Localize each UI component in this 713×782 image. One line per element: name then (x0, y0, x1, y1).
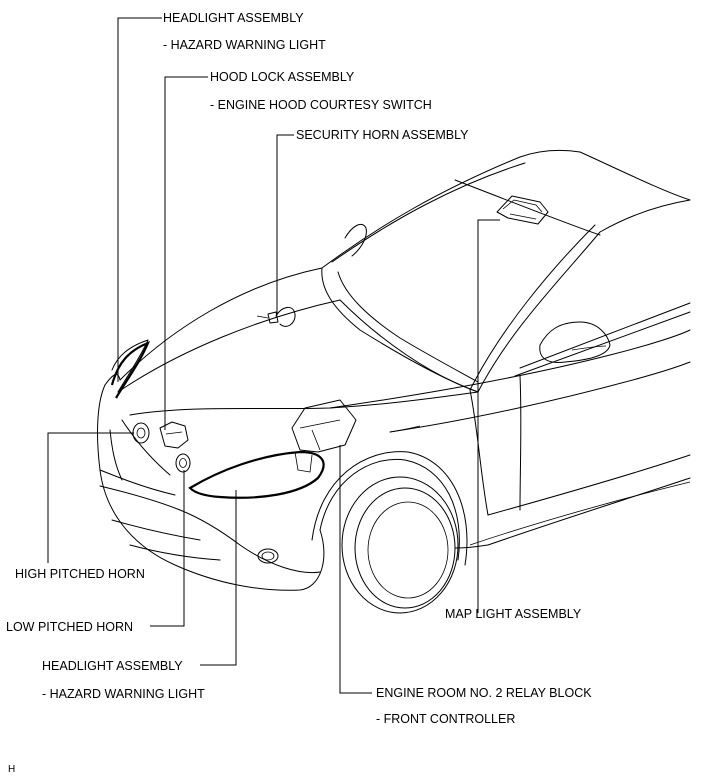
hazard-warning-light-bottom-label: - HAZARD WARNING LIGHT (42, 687, 205, 701)
map-light-assembly-label: MAP LIGHT ASSEMBLY (445, 607, 582, 621)
front-controller-label: - FRONT CONTROLLER (376, 712, 516, 726)
headlight-assembly-bottom-label: HEADLIGHT ASSEMBLY (42, 659, 183, 673)
component-parts (132, 195, 549, 473)
high-pitched-horn-label: HIGH PITCHED HORN (15, 567, 145, 581)
engine-hood-courtesy-switch-label: - ENGINE HOOD COURTESY SWITCH (210, 98, 432, 112)
headlight-assembly-top-label: HEADLIGHT ASSEMBLY (163, 11, 304, 25)
hood-lock-assembly-label: HOOD LOCK ASSEMBLY (210, 70, 355, 84)
corner-code-label: H (8, 764, 16, 775)
leader-lines (47, 17, 500, 694)
hazard-warning-light-top-label: - HAZARD WARNING LIGHT (163, 38, 326, 52)
car-body (97, 149, 691, 614)
engine-room-relay-block-label: ENGINE ROOM NO. 2 RELAY BLOCK (376, 686, 592, 700)
highlight-outlines (110, 341, 325, 499)
security-horn-assembly-label: SECURITY HORN ASSEMBLY (296, 128, 469, 142)
low-pitched-horn-label: LOW PITCHED HORN (6, 620, 134, 634)
